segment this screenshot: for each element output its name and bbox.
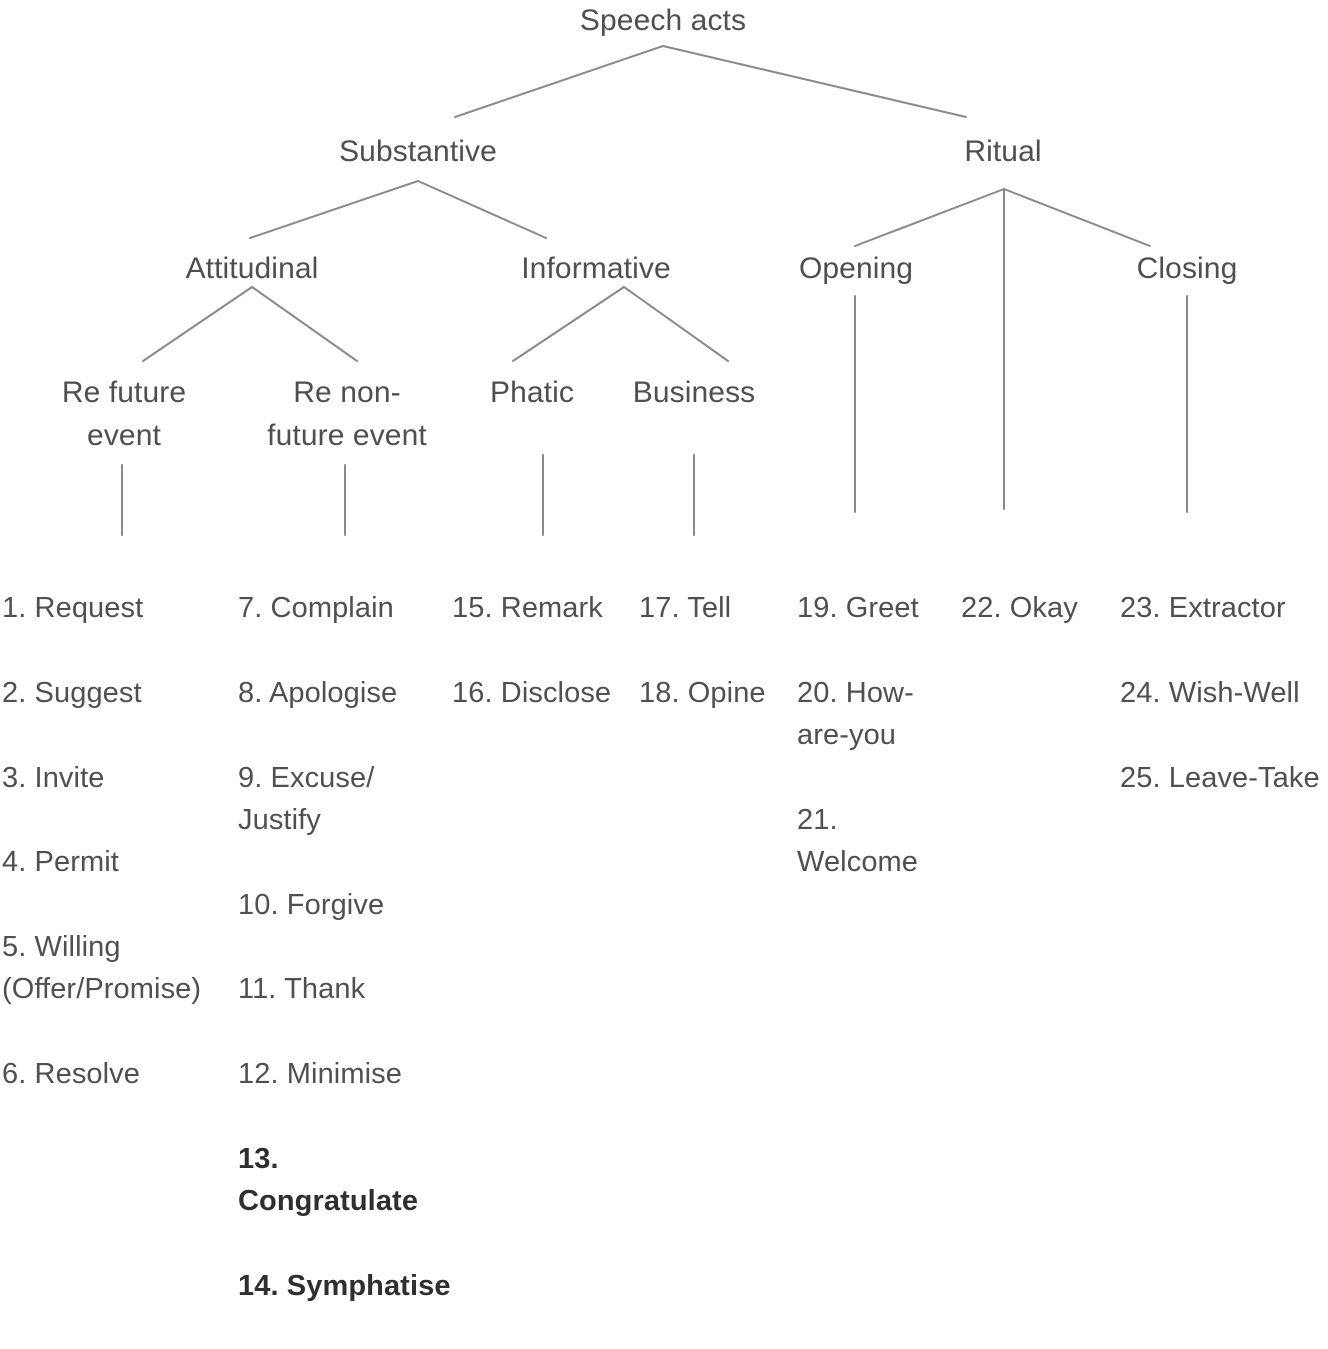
list-item: 11. Thank <box>238 973 366 1006</box>
edge-substantive-informative <box>417 180 547 239</box>
list-item: 7. Complain <box>238 592 394 625</box>
edge-root-substantive <box>454 45 664 118</box>
edge-ritual-opening <box>854 188 1005 247</box>
node-business: Business <box>632 376 756 409</box>
list-item: 16. Disclose <box>452 676 612 709</box>
leaf-list-opening: 19. Greet 20. How- are-you 21. Welcome <box>797 545 947 926</box>
list-item: 25. Leave-Take <box>1120 761 1320 794</box>
list-item: 15. Remark <box>452 592 603 625</box>
list-item: 14. Symphatise <box>238 1269 451 1302</box>
leaf-list-business: 17. Tell 18. Opine <box>639 545 799 757</box>
list-item: 6. Resolve <box>2 1057 141 1090</box>
list-item: 2. Suggest <box>2 676 142 709</box>
list-item: 10. Forgive <box>238 888 385 921</box>
list-item: 19. Greet <box>797 592 919 625</box>
node-substantive: Substantive <box>339 135 497 168</box>
list-item: 20. How- are-you <box>797 676 914 752</box>
node-phatic: Phatic <box>490 376 574 409</box>
list-item: 22. Okay <box>961 592 1078 625</box>
list-item: 18. Opine <box>639 676 766 709</box>
node-closing: Closing <box>1136 252 1238 285</box>
list-item: 1. Request <box>2 592 144 625</box>
list-item: 17. Tell <box>639 592 732 625</box>
edge-informative-phatic <box>512 286 625 362</box>
node-speech-acts: Speech acts <box>579 4 747 37</box>
leaf-list-re-non-future-event: 7. Complain 8. Apologise 9. Excuse/ Just… <box>238 545 453 1349</box>
node-opening: Opening <box>798 252 914 285</box>
leaf-list-re-future-event: 1. Request 2. Suggest 3. Invite 4. Permi… <box>2 545 227 1138</box>
list-item: 21. Welcome <box>797 803 919 879</box>
node-re-non-future-event: Re non- future event <box>267 376 427 452</box>
speech-acts-taxonomy-diagram: Speech acts Substantive Ritual Attitudin… <box>2 4 1328 1302</box>
list-item: 23. Extractor <box>1120 592 1286 625</box>
leaf-list-okay: 22. Okay <box>961 545 1121 672</box>
list-item: 4. Permit <box>2 846 119 879</box>
list-item: 9. Excuse/ Justify <box>238 761 375 836</box>
node-informative: Informative <box>521 252 671 285</box>
list-item: 8. Apologise <box>238 676 398 709</box>
edge-attitudinal-re-non-future-event <box>251 286 358 362</box>
edge-informative-business <box>623 286 729 362</box>
node-ritual: Ritual <box>964 135 1042 168</box>
leaf-list-closing: 23. Extractor 24. Wish-Well 25. Leave-Ta… <box>1120 545 1328 841</box>
node-re-future-event: Re future event <box>61 376 187 452</box>
list-item: 3. Invite <box>2 761 105 794</box>
edge-attitudinal-re-future-event <box>142 286 253 362</box>
edge-substantive-attitudinal <box>249 180 419 239</box>
list-item: 5. Willing (Offer/Promise) <box>2 930 202 1006</box>
edge-root-ritual <box>662 45 967 118</box>
node-attitudinal: Attitudinal <box>185 252 319 285</box>
list-item: 13. Congratulate <box>238 1142 419 1217</box>
list-item: 24. Wish-Well <box>1120 676 1300 709</box>
list-item: 12. Minimise <box>238 1057 402 1090</box>
edge-ritual-closing <box>1003 188 1151 247</box>
leaf-list-phatic: 15. Remark 16. Disclose <box>452 545 637 757</box>
